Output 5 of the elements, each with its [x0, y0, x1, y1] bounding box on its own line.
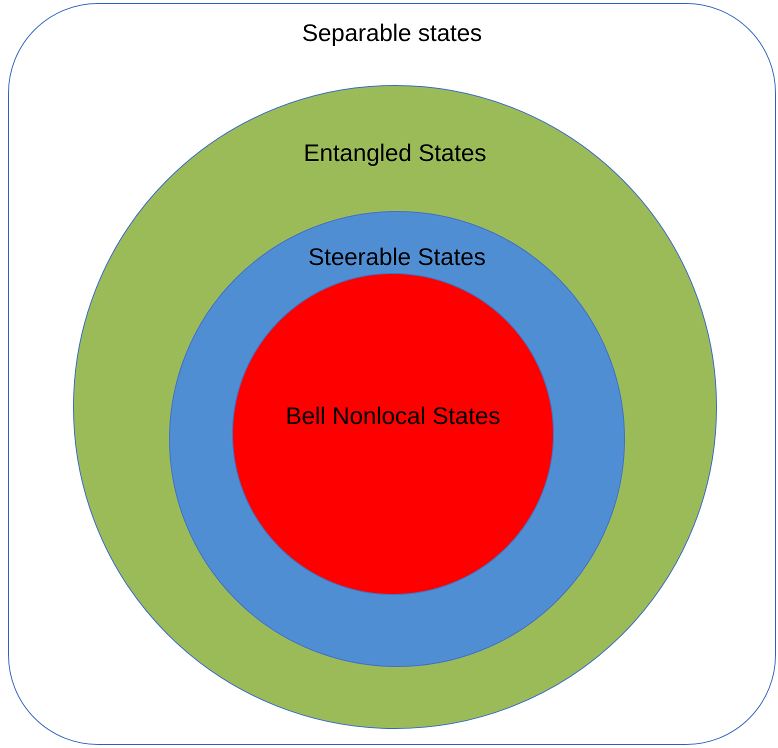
region-label: Steerable States	[308, 243, 486, 273]
region-label: Separable states	[302, 19, 482, 49]
outer-region	[8, 3, 776, 745]
region-label: Bell Nonlocal States	[286, 402, 500, 432]
region-label: Entangled States	[304, 139, 486, 169]
